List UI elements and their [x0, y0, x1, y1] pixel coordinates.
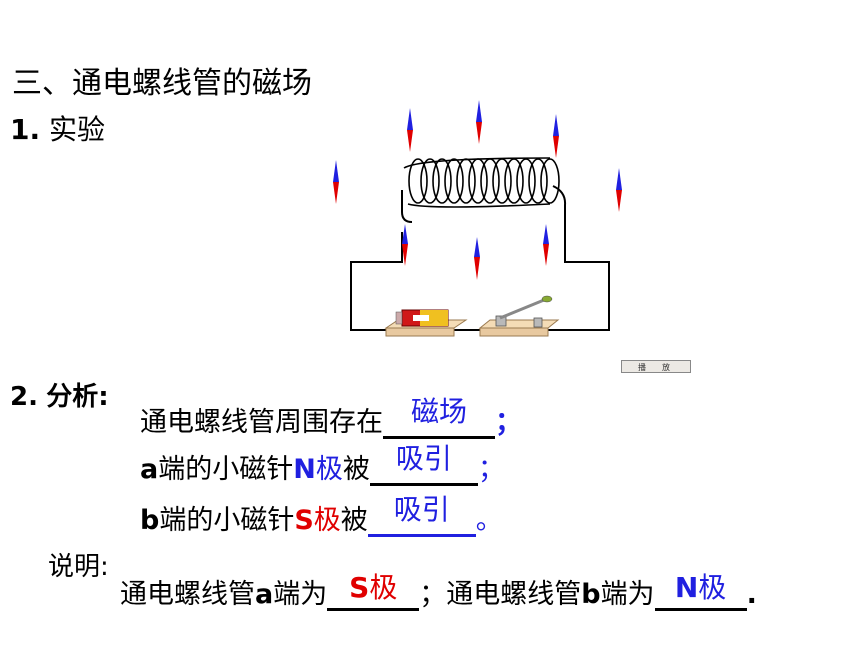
line-text: 端的小磁针 [158, 454, 294, 485]
section-label: 实验 [49, 113, 106, 146]
answer-blank: N极 [654, 571, 747, 611]
line-text: 被 [340, 505, 368, 536]
circuit-wire [350, 185, 610, 331]
line-punct: ； [495, 407, 522, 438]
compass-needle [616, 168, 622, 212]
compass-needle [402, 224, 408, 266]
line-text: 端为 [600, 579, 655, 610]
section-number: 2. [10, 382, 38, 412]
answer-blank: 吸引 [367, 493, 476, 537]
line-punct: ； [419, 579, 447, 610]
section-number: 1. [10, 113, 41, 146]
analysis-line-1: 通电螺线管周围存在磁场 ； [140, 395, 522, 439]
compass-needle [543, 224, 549, 266]
play-button[interactable]: 播 放 [621, 360, 691, 373]
answer-text: 吸引 [393, 493, 450, 526]
answer-blank: 吸引 [369, 442, 478, 486]
section-label: 分析: [46, 382, 109, 412]
answer-text: 磁场 [410, 395, 467, 428]
section-analysis-heading: 2. 分析: [10, 376, 109, 413]
line-text: 端的小磁针 [159, 505, 295, 536]
analysis-line-3: b端的小磁针S极被吸引。 [140, 493, 503, 537]
line-punct: 。 [475, 505, 503, 536]
analysis-line-2: a端的小磁针N极被吸引 ； [140, 442, 505, 486]
line-text: 通电螺线管 [446, 579, 582, 610]
pole-label: S极 [294, 505, 341, 536]
knife-switch [478, 295, 560, 337]
answer-text: N极 [674, 571, 727, 604]
answer-blank: S极 [327, 571, 420, 611]
compass-needle [476, 100, 482, 144]
end-letter: a [140, 454, 159, 485]
answer-text: 吸引 [395, 442, 452, 475]
line-punct: . [746, 579, 757, 610]
line-text: 端为 [273, 579, 328, 610]
section-experiment-heading: 1. 实验 [10, 108, 105, 148]
battery [384, 309, 468, 337]
compass-needle [407, 108, 413, 152]
end-letter: b [140, 505, 160, 536]
answer-text: S极 [349, 571, 398, 604]
end-letter: a [255, 579, 274, 610]
line-text: 通电螺线管 [120, 579, 255, 610]
compass-needles [333, 100, 622, 280]
line-text: 通电螺线管周围存在 [140, 407, 383, 438]
compass-needle [333, 160, 339, 204]
line-punct: ； [477, 454, 505, 485]
pole-label: N极 [293, 454, 343, 485]
end-letter: b [581, 579, 601, 610]
compass-needle [553, 114, 559, 158]
page-title: 三、通电螺线管的磁场 [12, 66, 312, 101]
solenoid-coil [403, 157, 560, 208]
explanation-label: 说明: [48, 552, 109, 582]
answer-blank: 磁场 [383, 395, 495, 439]
compass-needle [474, 237, 480, 280]
line-text: 被 [342, 454, 370, 485]
